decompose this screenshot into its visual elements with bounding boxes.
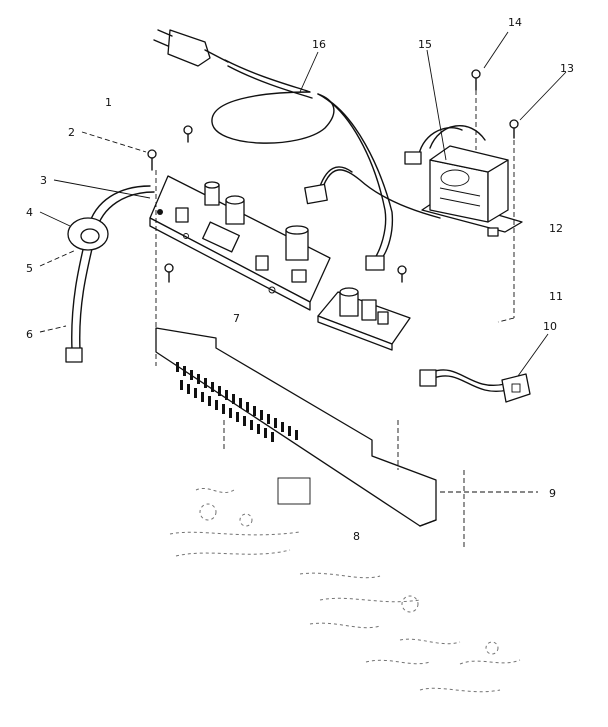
faint-lower-parts — [169, 477, 521, 693]
callout-16: 16 — [312, 38, 326, 51]
callout-labels: 1 2 3 4 5 6 7 8 9 10 11 12 13 14 15 16 — [26, 16, 574, 543]
callout-4: 4 — [26, 206, 33, 219]
callout-3: 3 — [40, 174, 47, 187]
screw-13 — [509, 119, 519, 139]
assembly-lines — [155, 90, 515, 548]
screw-14 — [471, 69, 481, 91]
leader-lines — [39, 31, 567, 493]
callout-1: 1 — [105, 96, 112, 109]
callout-14: 14 — [508, 16, 522, 29]
screw-small-board — [397, 265, 407, 283]
callout-11: 11 — [549, 290, 563, 303]
callout-15: 15 — [418, 38, 432, 51]
vented-back-panel — [155, 327, 437, 527]
callout-12: 12 — [549, 222, 563, 235]
screw-2 — [147, 149, 157, 171]
secondary-circuit-board — [317, 287, 411, 351]
power-cord — [153, 29, 441, 271]
callout-2: 2 — [68, 126, 75, 139]
callout-9: 9 — [549, 487, 556, 500]
panel-vents — [176, 362, 298, 442]
switch-assembly — [419, 369, 531, 403]
ferrite-core-wire — [65, 185, 155, 363]
callout-5: 5 — [26, 262, 33, 275]
screw-board-top — [183, 125, 193, 143]
callout-6: 6 — [26, 328, 33, 341]
callout-10: 10 — [543, 320, 557, 333]
main-circuit-board — [149, 175, 331, 311]
callout-13: 13 — [560, 62, 574, 75]
callout-7: 7 — [233, 312, 240, 325]
screw-board-left — [164, 263, 174, 283]
transformer — [404, 125, 523, 237]
callout-8: 8 — [353, 530, 360, 543]
